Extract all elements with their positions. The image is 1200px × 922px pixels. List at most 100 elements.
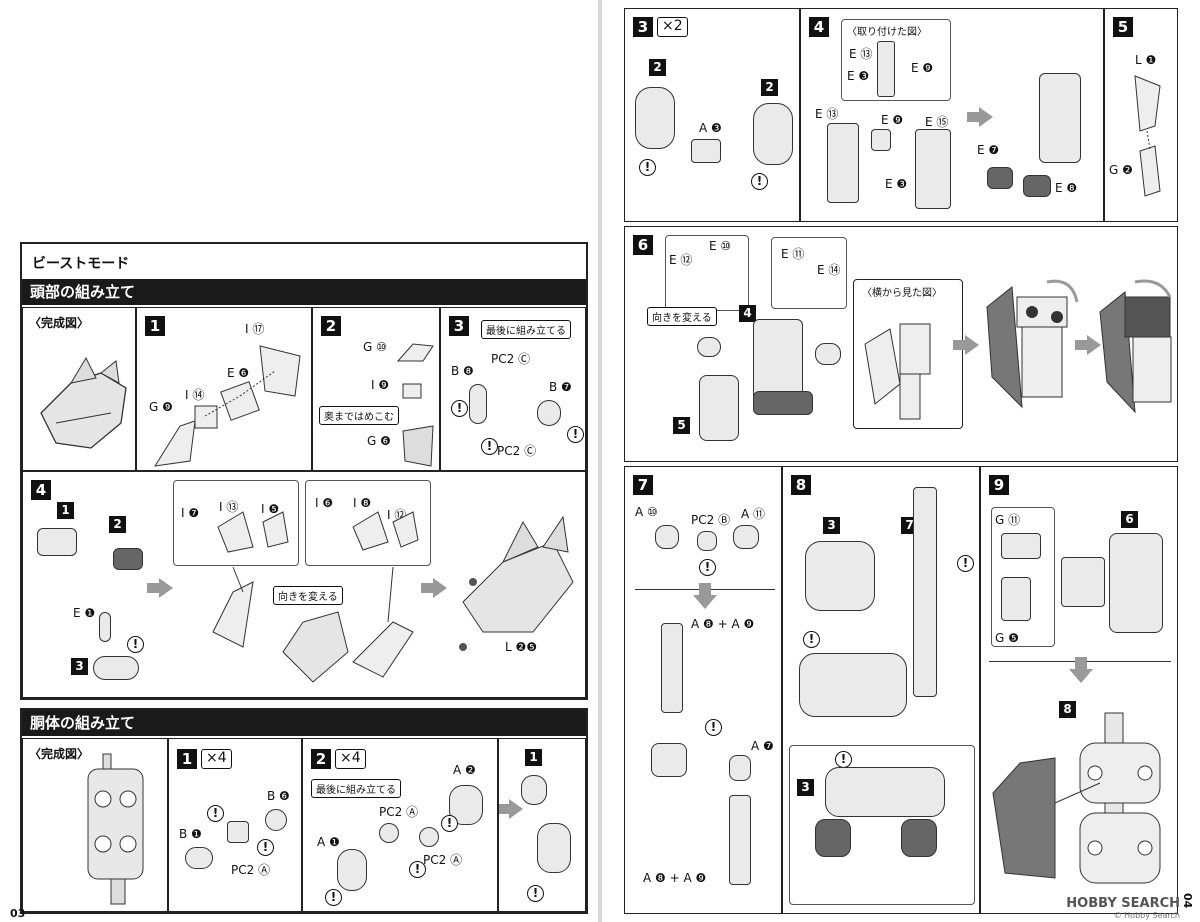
step-9-result-illustration [992, 712, 1161, 884]
step-8-cell: 8 3 7 ! ! ! 3 [782, 466, 980, 914]
part-a11 [733, 525, 759, 549]
part-label: PC2 Ⓒ [491, 352, 531, 366]
part-label: I ⑭ [185, 388, 205, 402]
part-head-top [37, 528, 77, 556]
assembly-note: 最後に組み立てる [481, 320, 571, 339]
torso-completed-cell: 〈完成図〉 [22, 738, 168, 912]
caution-icon: ! [705, 719, 722, 736]
inset-parts-right [771, 237, 847, 309]
part-label: G ⑩ [363, 340, 387, 354]
head-step-3-cell: 3 最後に組み立てる B ❽ B ❼ PC2 Ⓒ PC2 Ⓒ ! ! ! [440, 307, 586, 471]
step-5-illustration [1134, 75, 1161, 197]
step-number: 8 [791, 475, 811, 495]
part-label: PC2 Ⓒ [497, 444, 537, 458]
head-step-4-result-illustration [459, 515, 574, 651]
sub-step-number: 8 [1059, 701, 1076, 718]
torso-completed-label: 〈完成図〉 [29, 747, 90, 761]
step-number: 7 [633, 475, 653, 495]
head-step-4-assembly-illustration [212, 511, 419, 683]
part-label: L ❶ [1135, 53, 1157, 67]
part-label: B ❼ [549, 380, 572, 394]
part-label: E ❸ [847, 69, 870, 83]
part-hip-assembly [799, 653, 907, 717]
part-label: I ❼ [181, 506, 200, 520]
part-leg-joint-left [815, 819, 851, 857]
part-g5 [1001, 577, 1031, 621]
part-label: G ⑪ [995, 513, 1021, 527]
part-label: I ❾ [371, 378, 390, 392]
part-foot [753, 391, 813, 415]
sub-step-number: 3 [823, 517, 840, 534]
sub-step-number: 5 [673, 417, 690, 434]
step-4-cell: 4 〈取り付けた図〉 E ⑬ E ❸ E ❾ E ⑬ E ❾ E ⑮ E ❸ E… [800, 8, 1104, 222]
step-number: 2 [311, 749, 331, 769]
sub-step-number: 6 [1121, 511, 1138, 528]
part-e8 [1023, 175, 1051, 197]
part-label: A ⑩ [635, 505, 658, 519]
step-6-rotate-illustration [986, 279, 1079, 409]
inset-title: 〈取り付けた図〉 [847, 27, 927, 38]
head-section-title: 頭部の組み立て [22, 279, 586, 305]
step-number: 4 [809, 17, 829, 37]
part-head-5 [699, 375, 739, 441]
inset-parts-left [665, 235, 749, 311]
step-7-cell: 7 A ⑩ PC2 Ⓑ A ⑪ ! A ❽ + A ❾ A ❼ A ❽ + A … [624, 466, 782, 914]
part-label: G ❷ [1109, 163, 1133, 177]
part-label: B ❶ [179, 827, 202, 841]
page-gutter [598, 0, 602, 922]
part-a3 [691, 139, 721, 163]
part-label: G ❾ [149, 400, 173, 414]
part-label: A ❷ [453, 763, 476, 777]
head-step-1-cell: 1 I ⑰ E ❻ I ⑭ G ❾ [136, 307, 312, 471]
part-shoulder-assembly [805, 541, 875, 611]
part-a7 [729, 755, 751, 781]
part-label: A ❸ [699, 121, 722, 135]
part-joint-left [635, 87, 675, 149]
part-g11 [1001, 533, 1041, 559]
torso-step-2-cell: 2 ×4 最後に組み立てる A ❶ A ❷ PC2 Ⓐ PC2 Ⓐ ! ! ! [302, 738, 498, 912]
part-a1 [337, 849, 367, 891]
next-arrow [1075, 335, 1101, 355]
step-9-cell: 9 G ⑪ G ❺ 6 8 [980, 466, 1178, 914]
quantity-multiplier: ×2 [657, 17, 688, 37]
side-view-inset: 〈横から見た図〉 [853, 279, 963, 429]
left-page: ビーストモード 頭部の組み立て 〈完成図〉 1 I ⑰ E ❻ I ⑭ G ❾ … [0, 0, 598, 922]
part-label: A ❼ [751, 739, 774, 753]
part-block-6 [1109, 533, 1163, 633]
part-pc2a [419, 827, 439, 847]
step-number: 5 [1113, 17, 1133, 37]
sub-step-number: 2 [109, 516, 126, 533]
part-pc2b [697, 531, 717, 551]
part-label: A ❶ [317, 835, 340, 849]
part-label: E ❽ [1055, 181, 1078, 195]
torso-completed-illustration [87, 753, 144, 905]
part-label: E ⑩ [709, 239, 732, 253]
caution-icon: ! [835, 751, 852, 768]
caution-icon: ! [567, 426, 584, 443]
step-number: 1 [145, 316, 165, 336]
part-label: I ⑬ [219, 500, 239, 514]
step-number: 6 [633, 235, 653, 255]
part-label: PC2 Ⓑ [691, 513, 731, 527]
part-frame [877, 41, 895, 97]
sub-step-number: 4 [739, 305, 756, 322]
part-e9 [871, 129, 891, 151]
part-label: B ❻ [267, 789, 290, 803]
part-joint [521, 775, 547, 805]
head-step-4-cell: 4 1 2 E ❶ 3 ! I ❼ I ⑬ I ❺ I ❻ I ❽ I ⑫ 向き… [22, 471, 586, 698]
part-b8 [469, 384, 487, 424]
part-leg-joint-right [901, 819, 937, 857]
part-label: E ⑮ [925, 115, 949, 129]
caution-icon: ! [409, 861, 426, 878]
part-spine-upper [661, 623, 683, 713]
caution-icon: ! [441, 815, 458, 832]
part-label: E ⑪ [781, 247, 805, 261]
part-label: PC2 Ⓐ [231, 863, 271, 877]
mode-title: ビーストモード [32, 256, 130, 272]
part-hip-detail [825, 767, 945, 817]
assembly-note: 最後に組み立てる [311, 779, 401, 798]
part-label: B ❽ [451, 364, 474, 378]
part-e15 [915, 129, 951, 209]
part-spine [913, 487, 937, 697]
step-3-cell: 3 ×2 2 2 A ❸ ! ! [624, 8, 800, 222]
